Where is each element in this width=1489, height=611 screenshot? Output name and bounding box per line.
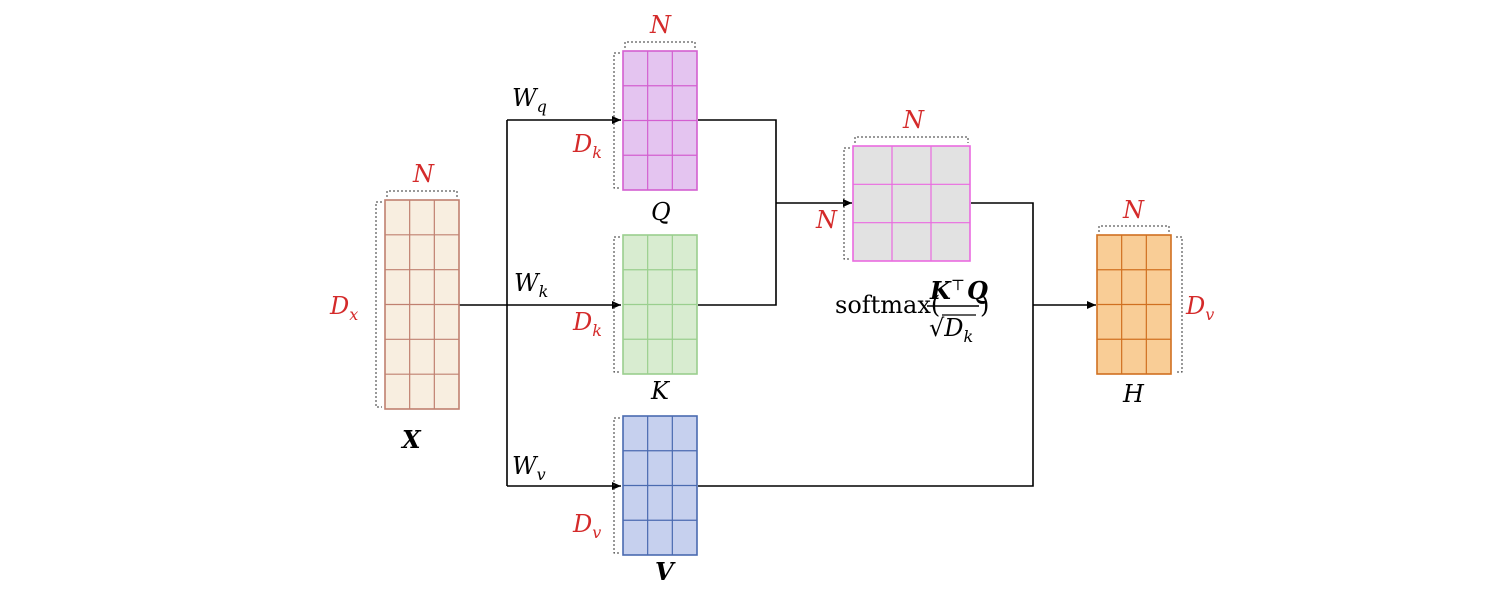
attention-matrix-grid <box>852 145 971 262</box>
connectors <box>459 116 1096 490</box>
formula-close: ) <box>980 291 989 319</box>
weight-k-label: Wk <box>514 269 548 301</box>
matrix-v-label: V <box>655 557 676 586</box>
k-out-line <box>698 203 777 306</box>
matrix-v-row-brace <box>613 417 620 554</box>
matrix-x-rows-label: Dx <box>329 292 358 324</box>
matrix-v: Dv V <box>572 415 698 586</box>
formula-func: softmax( <box>835 291 940 319</box>
attention-out-line <box>971 202 1034 305</box>
softmax-formula: softmax( K⊤Q √Dk ) <box>835 276 989 346</box>
q-out-line <box>698 119 777 203</box>
matrix-h-col-brace <box>1098 225 1170 232</box>
attention-col-brace <box>854 136 969 143</box>
attention-cols-label: N <box>902 106 925 134</box>
matrix-q: N Dk Q <box>572 11 698 226</box>
matrix-h: N Dv H <box>1096 196 1214 408</box>
matrix-h-grid <box>1096 234 1172 375</box>
matrix-h-row-brace <box>1176 236 1183 373</box>
matrix-k-grid <box>622 234 698 375</box>
matrix-h-label: H <box>1122 380 1145 408</box>
attention-row-brace <box>843 147 850 260</box>
matrix-x-cols-label: N <box>412 160 435 188</box>
matrix-q-col-brace <box>624 41 696 48</box>
matrix-k-row-brace <box>613 236 620 373</box>
matrix-h-rows-label: Dv <box>1185 292 1214 324</box>
matrix-q-rows-label: Dk <box>572 130 602 162</box>
matrix-q-grid <box>622 50 698 191</box>
weight-q-label: Wq <box>512 84 547 116</box>
matrix-x: N Dx X <box>329 160 460 454</box>
matrix-h-cols-label: N <box>1122 196 1145 224</box>
matrix-v-grid <box>622 415 698 556</box>
matrix-x-label: X <box>400 425 422 454</box>
attention-matrix: N N <box>815 106 971 262</box>
matrix-q-cols-label: N <box>649 11 672 39</box>
formula-numerator: K⊤Q <box>929 276 988 305</box>
attention-matrix-grid-body <box>852 145 971 262</box>
matrix-x-row-brace <box>375 201 382 408</box>
matrix-x-col-brace <box>386 190 458 197</box>
matrix-k-label: K <box>650 377 671 405</box>
attention-rows-label: N <box>815 206 838 234</box>
matrix-k-rows-label: Dk <box>572 308 602 340</box>
matrix-x-grid <box>384 199 460 410</box>
v-out-line <box>698 305 1034 487</box>
formula-denominator: √Dk <box>929 314 973 346</box>
matrix-k: Dk K <box>572 234 698 405</box>
matrix-q-label: Q <box>651 198 671 226</box>
matrix-v-rows-label: Dv <box>572 510 601 542</box>
weight-v-label: Wv <box>512 452 546 484</box>
matrix-q-row-brace <box>613 52 620 189</box>
